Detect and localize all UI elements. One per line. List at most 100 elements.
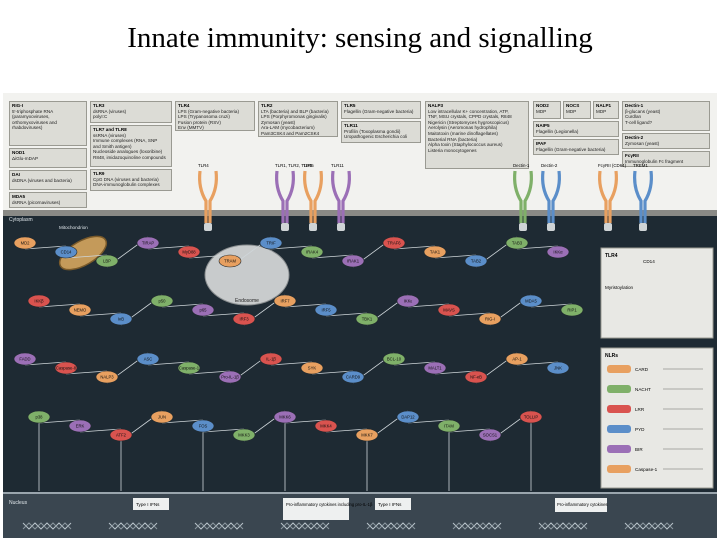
receptor-label: Dectin-1 bbox=[513, 163, 530, 168]
node-label: Caspase-1 bbox=[179, 366, 200, 371]
ligand-box-nocs: NOCS MDP bbox=[563, 101, 591, 119]
nlr-domain-label: LRR bbox=[635, 407, 645, 412]
ligand-box-line: R848, imidazoquinoline compounds bbox=[93, 154, 166, 160]
signalling-node: IRAK4 bbox=[300, 245, 324, 259]
ligand-box-title: MDA5 bbox=[12, 194, 26, 199]
node-shape bbox=[232, 428, 256, 442]
node-shape bbox=[27, 410, 51, 424]
dna-helix bbox=[280, 522, 330, 530]
side-panel-tlr4-label: TLR4 bbox=[605, 253, 618, 259]
signalling-node: IKKα bbox=[546, 245, 570, 259]
signalling-node: Pro-IL-1β bbox=[218, 370, 242, 384]
pathway-figure: RIG-I 5'-triphosphate RNA (paramyxovirus… bbox=[3, 93, 717, 538]
signalling-node: FOS bbox=[191, 419, 215, 433]
dna-helix bbox=[624, 522, 674, 530]
node-shape bbox=[259, 352, 283, 366]
node-shape bbox=[382, 236, 406, 250]
nucleus-output-label: Type I IFNs bbox=[136, 502, 160, 507]
ligand-box-tlr11: TLR11 Profilin (Toxoplasma gondii) Uropa… bbox=[341, 121, 421, 143]
node-label: p65 bbox=[200, 308, 208, 313]
node-label: FADD bbox=[19, 357, 30, 362]
node-shape bbox=[355, 428, 379, 442]
ligand-box-line: Immune complexes (RNA, SNP bbox=[93, 138, 158, 144]
ligand-box-nalp1: NALP1 MDP bbox=[593, 101, 619, 119]
ligand-box-line: TNF, MSU crystals, CPPD crystals, R848 bbox=[428, 114, 512, 120]
nlr-domain-item: LRR bbox=[607, 405, 703, 413]
node-label: IKKε bbox=[404, 299, 413, 304]
ligand-box-line: LPS (Porphyromonas gingivalis) bbox=[261, 114, 327, 120]
signalling-node: SOCS1 bbox=[478, 428, 502, 442]
node-label: MAVS bbox=[443, 308, 455, 313]
node-label: FOS bbox=[199, 424, 208, 429]
signalling-node: AP-1 bbox=[505, 352, 529, 366]
ligand-box-title: NALP1 bbox=[596, 103, 612, 108]
mitochondrion-label: Mitochondrion bbox=[59, 225, 88, 230]
signalling-node: TAB2 bbox=[464, 254, 488, 268]
ligand-box-line: (paramyxoviruses, bbox=[12, 114, 50, 120]
receptor-ectodomain bbox=[285, 170, 295, 223]
node-shape bbox=[314, 419, 338, 433]
node-label: IRF5 bbox=[321, 308, 331, 313]
ligand-box-line: dsDNA (viruses and bacteria) bbox=[12, 177, 72, 183]
node-shape bbox=[273, 410, 297, 424]
signalling-edge bbox=[202, 428, 245, 433]
ligand-box-tlr3: TLR3 dsRNA (viruses) polyI:C bbox=[90, 101, 172, 123]
signalling-node: TRAM bbox=[218, 254, 242, 268]
node-shape bbox=[464, 370, 488, 384]
ligand-box-line: Pam3CSK4 and Pam2CSK4 bbox=[261, 130, 320, 136]
signalling-node: MD2 bbox=[13, 236, 37, 250]
signalling-edge bbox=[24, 361, 67, 366]
signalling-node: IRF3 bbox=[232, 312, 256, 326]
receptor: TLR5 bbox=[303, 163, 323, 231]
receptor-ectodomain bbox=[633, 170, 643, 223]
node-shape bbox=[355, 312, 379, 326]
signalling-node: CD14 bbox=[54, 245, 78, 259]
receptor-ectodomain bbox=[303, 170, 313, 223]
receptor: Dectin-1 bbox=[513, 163, 533, 231]
endosome bbox=[204, 244, 290, 306]
node-shape bbox=[95, 254, 119, 268]
signalling-node: FADD bbox=[13, 352, 37, 366]
pathway-diagram: Cytoplasm Nucleus Mitochondrion Endosome… bbox=[3, 163, 717, 538]
node-label: TOLLIP bbox=[524, 415, 539, 420]
side-panel-note: Myristoylation bbox=[605, 285, 634, 290]
edge-layer bbox=[22, 236, 674, 530]
node-shape bbox=[54, 361, 78, 375]
node-label: Caspase-8 bbox=[56, 366, 77, 371]
signalling-edge bbox=[530, 303, 573, 308]
signalling-node: MALT1 bbox=[423, 361, 447, 375]
signalling-node: MAVS bbox=[437, 303, 461, 317]
node-label: MKK7 bbox=[361, 433, 373, 438]
node-layer: MD2CD14LBPTIRAPMyD88TRAMTRIFIRAK4IRAK1TR… bbox=[13, 236, 584, 442]
plasma-membrane bbox=[3, 210, 717, 216]
receptor: TREM1 bbox=[633, 163, 653, 231]
signalling-node: MKK6 bbox=[273, 410, 297, 424]
nucleus-output-box bbox=[283, 498, 349, 520]
receptor-label: FcγRII (CD64) bbox=[598, 163, 627, 168]
node-shape bbox=[177, 361, 201, 375]
signalling-node: CARD9 bbox=[341, 370, 365, 384]
dna-helix bbox=[22, 522, 72, 530]
node-shape bbox=[273, 294, 297, 308]
node-label: p38 bbox=[36, 415, 44, 420]
node-label: RIG-I bbox=[485, 317, 495, 322]
receptor-label: TREM1 bbox=[633, 163, 648, 168]
node-label: MyD88 bbox=[182, 250, 196, 255]
ligand-box-line: MDP bbox=[536, 108, 547, 114]
ligand-box-line: Uropathogenic Escherichia coli bbox=[344, 134, 408, 140]
ligand-box-line: LPS (Trypanosoma cruzi) bbox=[178, 114, 230, 120]
node-label: ATF2 bbox=[116, 433, 127, 438]
signalling-node: MKK3 bbox=[232, 428, 256, 442]
node-shape bbox=[109, 312, 133, 326]
ligand-box-line: LPS (Gram-negative bacteria) bbox=[178, 108, 240, 114]
node-shape bbox=[68, 303, 92, 317]
node-label: LBP bbox=[103, 259, 111, 264]
signalling-node: p50 bbox=[150, 294, 174, 308]
signalling-node: LBP bbox=[95, 254, 119, 268]
nlr-domain-item: BIR bbox=[607, 445, 703, 453]
signalling-node: ASC bbox=[136, 352, 160, 366]
node-shape bbox=[396, 294, 420, 308]
nlr-domain-label: NACHT bbox=[635, 387, 651, 392]
signalling-node: IRF5 bbox=[314, 303, 338, 317]
node-shape bbox=[54, 245, 78, 259]
